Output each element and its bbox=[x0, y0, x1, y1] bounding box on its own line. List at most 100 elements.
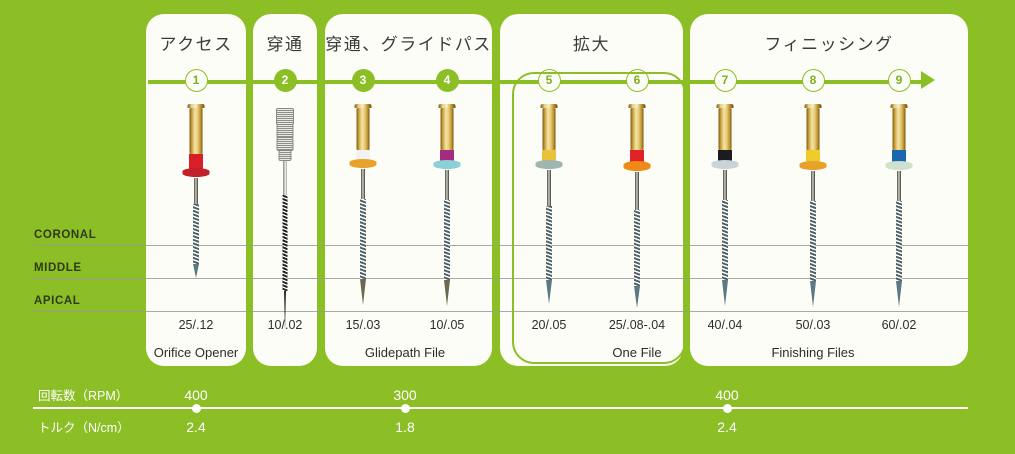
instrument-shaft bbox=[811, 171, 815, 201]
instrument-silicone-stop bbox=[349, 159, 377, 168]
instrument-handle bbox=[718, 108, 732, 150]
stage-title-1: アクセス bbox=[159, 35, 233, 54]
instrument-flutes bbox=[634, 210, 640, 286]
torque-label: トルク（N/cm） bbox=[38, 421, 130, 435]
instrument-size-label-4: 10/.05 bbox=[429, 318, 465, 332]
instrument-6 bbox=[614, 100, 660, 330]
instrument-handle-cap bbox=[804, 104, 822, 108]
stage-title-5: フィニッシング bbox=[764, 35, 894, 54]
instrument-tip bbox=[360, 279, 366, 305]
instrument-handle bbox=[440, 108, 454, 150]
rpm-label: 回転数（RPM） bbox=[38, 389, 129, 403]
instrument-size-label-3: 15/.03 bbox=[345, 318, 381, 332]
handfile-tip bbox=[284, 291, 286, 331]
handfile-segment bbox=[276, 108, 294, 125]
instrument-1 bbox=[173, 100, 219, 330]
stage-title-3: 穿通、グライドパス bbox=[325, 35, 492, 54]
instrument-silicone-stop bbox=[433, 160, 461, 169]
instrument-silicone-stop bbox=[623, 161, 651, 171]
instrument-5 bbox=[526, 100, 572, 330]
instrument-shaft bbox=[897, 171, 901, 201]
instrument-tip bbox=[896, 281, 902, 307]
instrument-handle-cap bbox=[354, 104, 372, 108]
instrument-flutes bbox=[193, 204, 199, 264]
instrument-tip bbox=[810, 281, 816, 307]
file-group-name-2: Glidepath File bbox=[364, 345, 446, 360]
instrument-7 bbox=[702, 100, 748, 330]
instrument-flutes bbox=[360, 199, 366, 279]
instrument-silicone-stop bbox=[711, 160, 739, 169]
torque-value-1: 2.4 bbox=[186, 419, 206, 435]
instrument-flutes bbox=[722, 200, 728, 280]
level-label-coronal: CORONAL bbox=[34, 229, 97, 241]
instrument-tip bbox=[193, 264, 199, 278]
handfile-segment bbox=[276, 137, 294, 151]
file-group-name-3: One File bbox=[612, 345, 662, 360]
instrument-shaft bbox=[445, 170, 449, 200]
instrument-flutes bbox=[546, 206, 552, 280]
stage-title-2: 穿通 bbox=[266, 35, 304, 54]
instrument-flutes bbox=[810, 201, 816, 281]
handfile-flute bbox=[282, 195, 288, 291]
instrument-handle-cap bbox=[628, 104, 646, 108]
instrument-handle-cap bbox=[716, 104, 734, 108]
instrument-color-band bbox=[356, 150, 370, 161]
level-line-coronal bbox=[33, 245, 968, 246]
footer-marker-2 bbox=[400, 403, 410, 413]
instrument-flutes bbox=[896, 201, 902, 281]
rpm-value-1: 400 bbox=[184, 387, 208, 403]
footer-marker-3 bbox=[722, 403, 732, 413]
instrument-size-label-7: 40/.04 bbox=[707, 318, 743, 332]
level-label-apical: APICAL bbox=[34, 295, 81, 307]
instrument-color-band bbox=[892, 150, 906, 163]
instrument-silicone-stop bbox=[182, 168, 210, 177]
file-group-name-1: Orifice Opener bbox=[153, 345, 239, 360]
instrument-silicone-stop bbox=[885, 161, 913, 170]
instrument-tip bbox=[634, 286, 640, 308]
instrument-tip bbox=[546, 280, 552, 304]
level-line-apical bbox=[33, 311, 968, 312]
instrument-handle-cap bbox=[890, 104, 908, 108]
instrument-shaft bbox=[723, 170, 727, 200]
stage-card-3: 穿通、グライドパス bbox=[325, 14, 492, 366]
instrument-size-label-5: 20/.05 bbox=[531, 318, 567, 332]
instrument-handle bbox=[356, 108, 370, 150]
instrument-2 bbox=[262, 100, 308, 331]
instrument-color-band bbox=[440, 150, 454, 162]
instrument-shaft bbox=[194, 178, 198, 204]
instrument-3 bbox=[340, 100, 386, 330]
instrument-size-label-9: 60/.02 bbox=[881, 318, 917, 332]
handfile-hub bbox=[278, 150, 292, 161]
instrument-color-band bbox=[189, 154, 203, 170]
instrument-handle bbox=[630, 108, 644, 150]
instrument-9 bbox=[876, 100, 922, 330]
instrument-flutes bbox=[444, 200, 450, 280]
instrument-size-label-1: 25/.12 bbox=[178, 318, 214, 332]
instrument-handle bbox=[542, 108, 556, 150]
instrument-color-band bbox=[806, 150, 820, 163]
instrument-tip bbox=[722, 280, 728, 306]
instrument-8 bbox=[790, 100, 836, 330]
instrument-tip bbox=[444, 280, 450, 306]
torque-value-2: 1.8 bbox=[395, 419, 415, 435]
instrument-handle-cap bbox=[438, 104, 456, 108]
rpm-value-2: 300 bbox=[393, 387, 417, 403]
footer-marker-1 bbox=[191, 403, 201, 413]
instrument-handle bbox=[806, 108, 820, 150]
footer-axis-line bbox=[33, 407, 968, 409]
instrument-handle-cap bbox=[540, 104, 558, 108]
stage-title-4: 拡大 bbox=[573, 35, 610, 54]
instrument-size-label-8: 50/.03 bbox=[795, 318, 831, 332]
level-line-middle bbox=[33, 278, 968, 279]
instrument-handle bbox=[189, 108, 203, 154]
one-file-highlight-box bbox=[512, 72, 686, 364]
instrument-silicone-stop bbox=[535, 160, 563, 169]
level-label-middle: MIDDLE bbox=[34, 262, 82, 274]
handfile-shaft bbox=[283, 161, 287, 195]
instrument-size-label-6: 25/.08-.04 bbox=[608, 318, 666, 332]
instrument-size-label-2: 10/.02 bbox=[267, 318, 303, 332]
instrument-shaft bbox=[635, 172, 639, 210]
instrument-handle-cap bbox=[187, 104, 205, 108]
